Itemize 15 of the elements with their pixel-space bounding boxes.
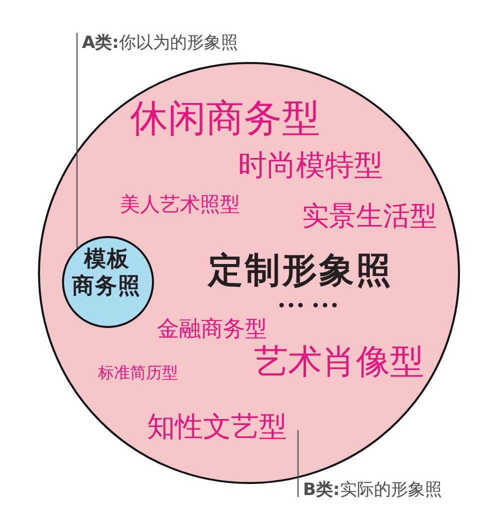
category-label: 时尚模特型 — [238, 151, 383, 180]
category-label: 休闲商务型 — [130, 99, 320, 137]
main-heading: 定制形象照 — [208, 254, 393, 289]
callout-label: B类:实际的形象照 — [303, 482, 442, 499]
category-label: 标准简历型 — [98, 365, 178, 381]
leader-line — [76, 33, 78, 248]
category-label: 实景生活型 — [302, 203, 437, 230]
ellipsis-text: …… — [277, 288, 345, 310]
category-label: 金融商务型 — [157, 319, 267, 341]
leader-line — [297, 430, 299, 497]
category-label: 美人艺术照型 — [120, 194, 240, 214]
category-label: 知性文艺型 — [147, 413, 287, 441]
category-label: 艺术肖像型 — [254, 345, 424, 379]
circle-title: 模板商务照 — [72, 246, 142, 300]
callout-label: A类:你以为的形象照 — [82, 35, 238, 52]
